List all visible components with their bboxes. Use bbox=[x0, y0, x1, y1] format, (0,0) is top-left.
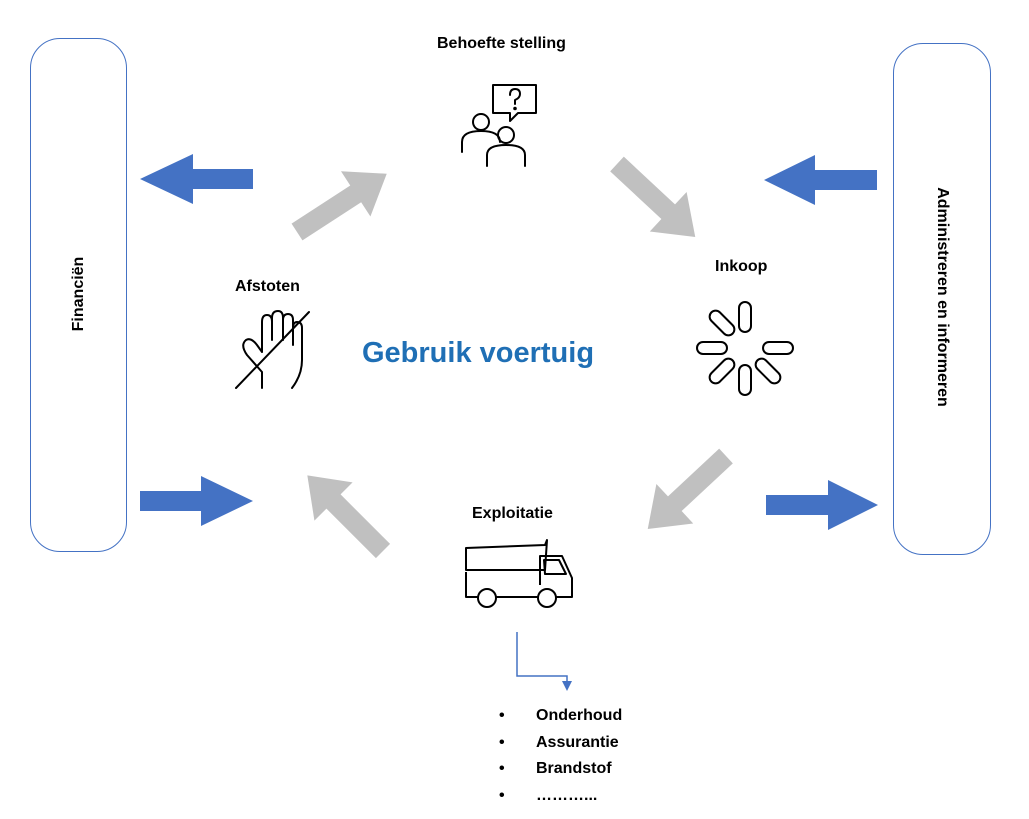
stage-label-inkoop: Inkoop bbox=[715, 258, 768, 275]
stage-label-afstoten: Afstoten bbox=[235, 278, 300, 295]
financien-panel bbox=[30, 38, 127, 552]
side-arrow-to-financien bbox=[140, 154, 253, 204]
exploitatie-connector bbox=[516, 632, 572, 691]
center-title: Gebruik voertuig bbox=[362, 337, 595, 369]
people-question-icon bbox=[461, 84, 537, 167]
exploitatie-items-list: Onderhoud Assurantie Brandstof ………... bbox=[499, 703, 622, 809]
loading-spinner-icon bbox=[696, 301, 794, 396]
side-arrow-from-financien bbox=[140, 476, 253, 526]
crossed-hand-icon bbox=[235, 310, 310, 389]
list-item: ………... bbox=[499, 783, 622, 810]
stage-label-behoefte: Behoefte stelling bbox=[437, 35, 566, 52]
cycle-arrow-exploitatie-to-afstoten bbox=[307, 475, 391, 559]
administreren-label: Administreren en informeren bbox=[934, 187, 951, 407]
side-arrow-from-administreren bbox=[764, 155, 877, 205]
list-item: Onderhoud bbox=[499, 703, 622, 730]
dump-truck-icon bbox=[465, 539, 573, 608]
side-arrow-to-administreren bbox=[766, 480, 878, 530]
list-item: Brandstof bbox=[499, 756, 622, 783]
stage-label-exploitatie: Exploitatie bbox=[472, 505, 553, 522]
financien-label: Financiën bbox=[70, 256, 87, 332]
administreren-panel bbox=[893, 43, 991, 555]
list-item: Assurantie bbox=[499, 730, 622, 757]
cycle-arrow-afstoten-to-behoefte bbox=[291, 171, 387, 241]
cycle-arrow-inkoop-to-exploitatie bbox=[647, 448, 733, 529]
cycle-arrow-behoefte-to-inkoop bbox=[610, 156, 696, 237]
